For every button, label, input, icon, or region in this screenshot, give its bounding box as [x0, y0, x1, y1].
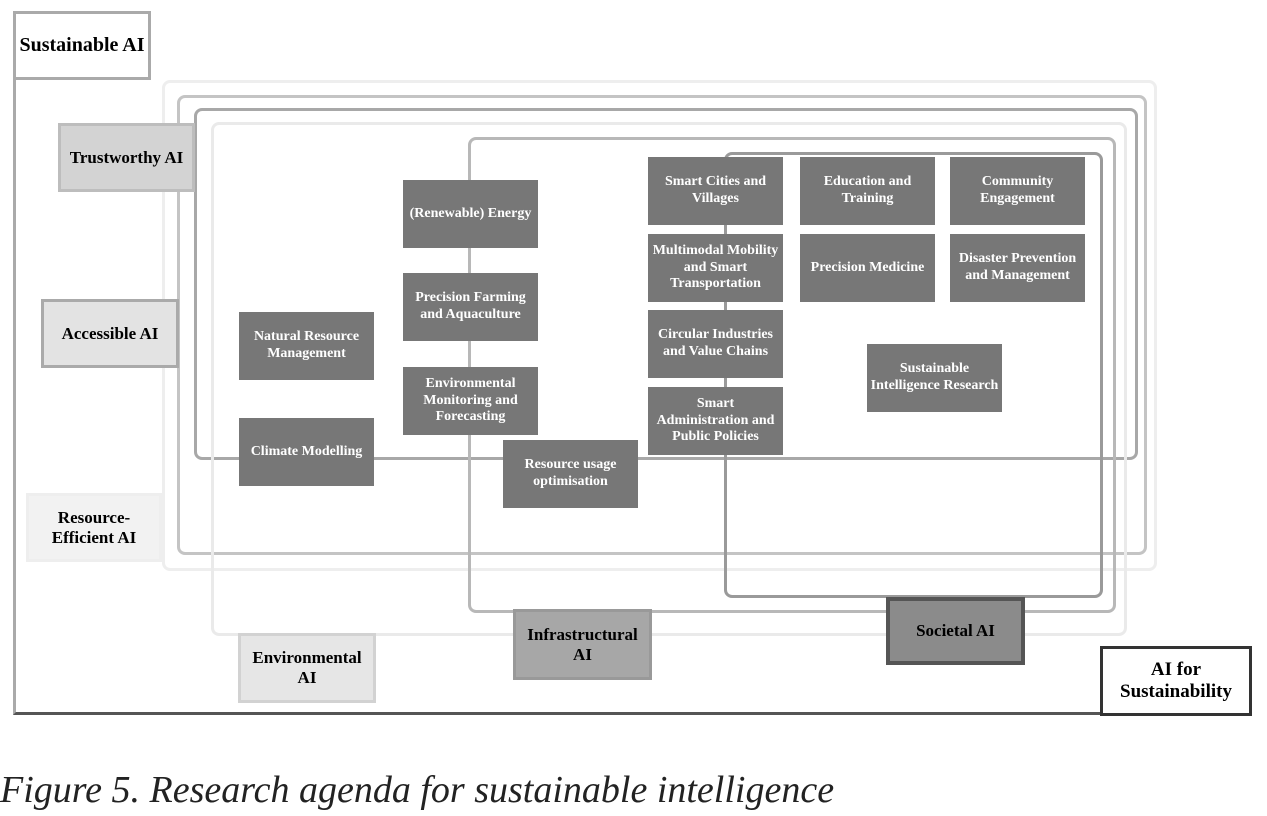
disaster-prevention-box: Disaster Prevention and Management: [950, 234, 1085, 302]
smart-cities-box: Smart Cities and Villages: [648, 157, 783, 225]
precision-medicine-box: Precision Medicine: [800, 234, 935, 302]
education-training-box: Education and Training: [800, 157, 935, 225]
sustainable-intelligence-research-box: Sustainable Intelligence Research: [867, 344, 1002, 412]
circular-industries-box: Circular Industries and Value Chains: [648, 310, 783, 378]
accessible-ai-label: Accessible AI: [41, 299, 179, 368]
resource-efficient-ai-label: Resource-Efficient AI: [26, 493, 162, 562]
accessible-ai-frame: [194, 108, 1138, 460]
environmental-ai-label: Environmental AI: [238, 633, 376, 703]
multimodal-mobility-box: Multimodal Mobility and Smart Transporta…: [648, 234, 783, 302]
smart-administration-box: Smart Administration and Public Policies: [648, 387, 783, 455]
community-engagement-box: Community Engagement: [950, 157, 1085, 225]
environmental-monitoring-box: Environmental Monitoring and Forecasting: [403, 367, 538, 435]
sustainable-ai-frame: [13, 70, 1113, 715]
environmental-ai-frame: [211, 122, 1127, 636]
resource-usage-optimisation-box: Resource usage optimisation: [503, 440, 638, 508]
precision-farming-box: Precision Farming and Aquaculture: [403, 273, 538, 341]
infrastructural-ai-label: Infrastructural AI: [513, 609, 652, 680]
renewable-energy-box: (Renewable) Energy: [403, 180, 538, 248]
sustainable-ai-label: Sustainable AI: [13, 11, 151, 80]
climate-modelling-box: Climate Modelling: [239, 418, 374, 486]
trustworthy-ai-label: Trustworthy AI: [58, 123, 195, 192]
ai-for-sustainability-label: AI for Sustainability: [1100, 646, 1252, 716]
figure-caption: Figure 5. Research agenda for sustainabl…: [0, 769, 835, 811]
natural-resource-management-box: Natural Resource Management: [239, 312, 374, 380]
societal-ai-label: Societal AI: [886, 597, 1025, 665]
